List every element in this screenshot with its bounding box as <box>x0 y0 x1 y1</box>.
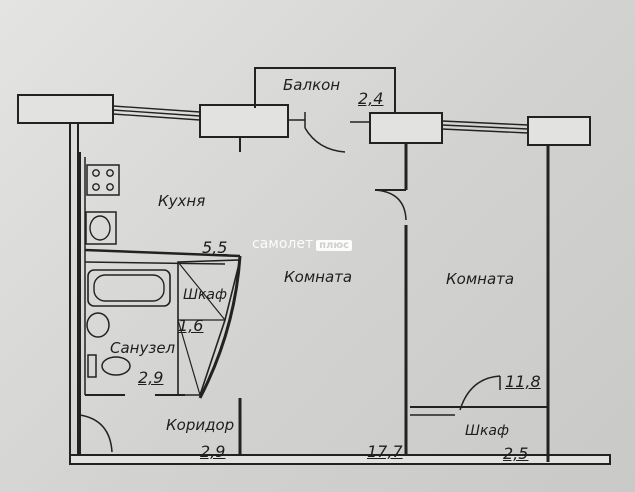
closet-right-area: 2,5 <box>503 444 529 463</box>
kitchen-door <box>374 189 407 221</box>
toilet-tank <box>87 354 97 378</box>
balcony-area: 2,4 <box>358 89 384 108</box>
closet-small-area: 1,6 <box>178 316 204 335</box>
window-room-right <box>441 120 529 134</box>
wall-bottom <box>69 454 611 465</box>
bathroom-sink <box>86 312 110 338</box>
corridor-area: 2,9 <box>200 442 226 461</box>
closet-right-door <box>459 375 501 411</box>
corridor-label: Коридор <box>166 416 235 434</box>
watermark-badge: плюс <box>316 240 353 251</box>
wall-top-center <box>369 112 443 144</box>
wall-top-left <box>17 94 114 124</box>
closet-small-wedge <box>177 259 242 396</box>
stove <box>86 164 120 196</box>
kitchen-sink <box>85 211 117 245</box>
watermark-brand: самолет <box>252 236 314 252</box>
wall-top-mid <box>199 104 289 138</box>
corridor-door <box>79 414 113 453</box>
bathtub <box>87 269 171 307</box>
bathroom-label: Санузел <box>110 339 176 357</box>
closet-small-label: Шкаф <box>183 287 227 303</box>
balcony-outline <box>254 67 396 114</box>
wall-left <box>69 123 79 463</box>
bathroom-area: 2,9 <box>138 368 164 387</box>
wall-top-right <box>527 116 591 146</box>
room-right-area: 11,8 <box>505 372 541 391</box>
toilet-bowl <box>101 356 131 376</box>
room-right-label: Комната <box>446 270 515 288</box>
kitchen-area: 5,5 <box>202 238 228 257</box>
window-kitchen <box>112 105 201 121</box>
room-main-label: Комната <box>284 268 353 286</box>
room-main-area: 17,7 <box>367 442 403 461</box>
kitchen-label: Кухня <box>158 192 206 210</box>
balcony-label: Балкон <box>283 76 341 94</box>
closet-right-label: Шкаф <box>465 423 509 439</box>
balcony-door <box>304 112 346 153</box>
